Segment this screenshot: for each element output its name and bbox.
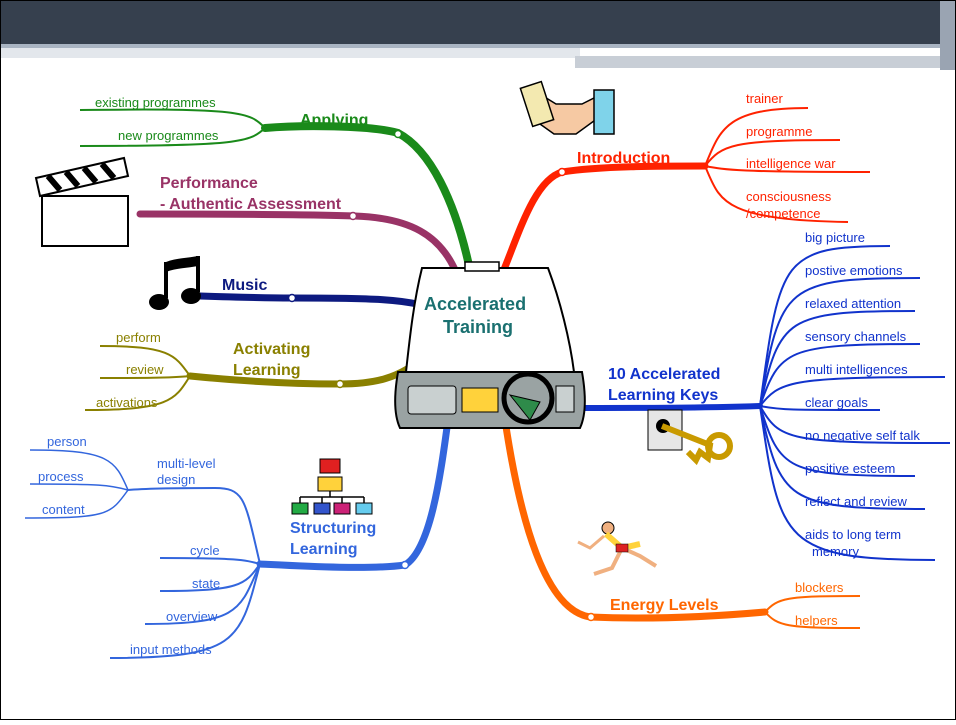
branch-structuring: Structuring Learning multi-level design …: [24, 416, 452, 659]
activating-item: review: [126, 362, 164, 377]
energy-item: helpers: [795, 613, 838, 628]
center-title-line2: Training: [443, 317, 513, 337]
structuring-item: overview: [166, 609, 218, 624]
introduction-item: /competence: [746, 206, 820, 221]
handshake-icon: [519, 80, 615, 135]
car-dashboard-icon: [394, 261, 586, 429]
slide-header: [0, 0, 956, 70]
structuring-sub-item: content: [42, 502, 85, 517]
keys-item: memory: [812, 544, 859, 559]
structuring-multilevel-line2: design: [157, 472, 195, 487]
keys-item: sensory channels: [805, 329, 907, 344]
branch-keys: [572, 245, 951, 561]
clapperboard-icon: [34, 156, 130, 247]
branch-activating: Activating Learning perform review activ…: [84, 330, 429, 411]
introduction-item: trainer: [746, 91, 784, 106]
structuring-item: cycle: [190, 543, 220, 558]
structuring-title-line2: Learning: [290, 541, 358, 558]
structuring-sub-item: process: [38, 469, 84, 484]
branch-introduction: Introduction trainer programme intellige…: [499, 91, 871, 276]
keys-item: multi intelligences: [805, 362, 908, 377]
applying-title: Applying: [300, 112, 368, 129]
keys-item: clear goals: [805, 395, 868, 410]
center-title-line1: Accelerated: [424, 294, 526, 314]
structuring-sub-item: person: [47, 434, 87, 449]
activating-title-line1: Activating: [233, 341, 310, 358]
structuring-item: input methods: [130, 642, 212, 657]
activating-item: perform: [116, 330, 161, 345]
keys-labels: 10 Accelerated Learning Keys big picture…: [608, 230, 920, 559]
keys-item: reflect and review: [805, 494, 907, 509]
branch-applying: Applying existing programmes new program…: [79, 95, 474, 274]
runner-icon: [577, 521, 658, 576]
activating-item: activations: [96, 395, 158, 410]
music-title: Music: [222, 277, 267, 294]
energy-title: Energy Levels: [610, 597, 719, 614]
introduction-title: Introduction: [577, 150, 670, 167]
applying-item: new programmes: [118, 128, 219, 143]
keys-item: no negative self talk: [805, 428, 920, 443]
introduction-item: programme: [746, 124, 812, 139]
music-notes-icon: [149, 256, 201, 310]
keys-title-line2: Learning Keys: [608, 387, 718, 404]
performance-title-line1: Performance: [160, 175, 258, 192]
org-chart-icon: [291, 458, 373, 515]
structuring-item: state: [192, 576, 220, 591]
structuring-multilevel-line1: multi-level: [157, 456, 216, 471]
branch-music: Music: [196, 277, 426, 309]
introduction-item: consciousness: [746, 189, 832, 204]
keys-item: big picture: [805, 230, 865, 245]
keys-item: positive esteem: [805, 461, 895, 476]
introduction-item: intelligence war: [746, 156, 836, 171]
applying-item: existing programmes: [95, 95, 216, 110]
performance-title-line2: - Authentic Assessment: [160, 196, 342, 213]
keys-item: postive emotions: [805, 263, 903, 278]
branch-energy: Energy Levels blockers helpers: [501, 416, 861, 629]
keys-title-line1: 10 Accelerated: [608, 366, 720, 383]
key-icon: [647, 409, 733, 466]
branch-performance: Performance - Authentic Assessment: [136, 175, 460, 276]
keys-item: aids to long term: [805, 527, 901, 542]
keys-item: relaxed attention: [805, 296, 901, 311]
structuring-title-line1: Structuring: [290, 520, 376, 537]
activating-title-line2: Learning: [233, 362, 301, 379]
energy-item: blockers: [795, 580, 844, 595]
